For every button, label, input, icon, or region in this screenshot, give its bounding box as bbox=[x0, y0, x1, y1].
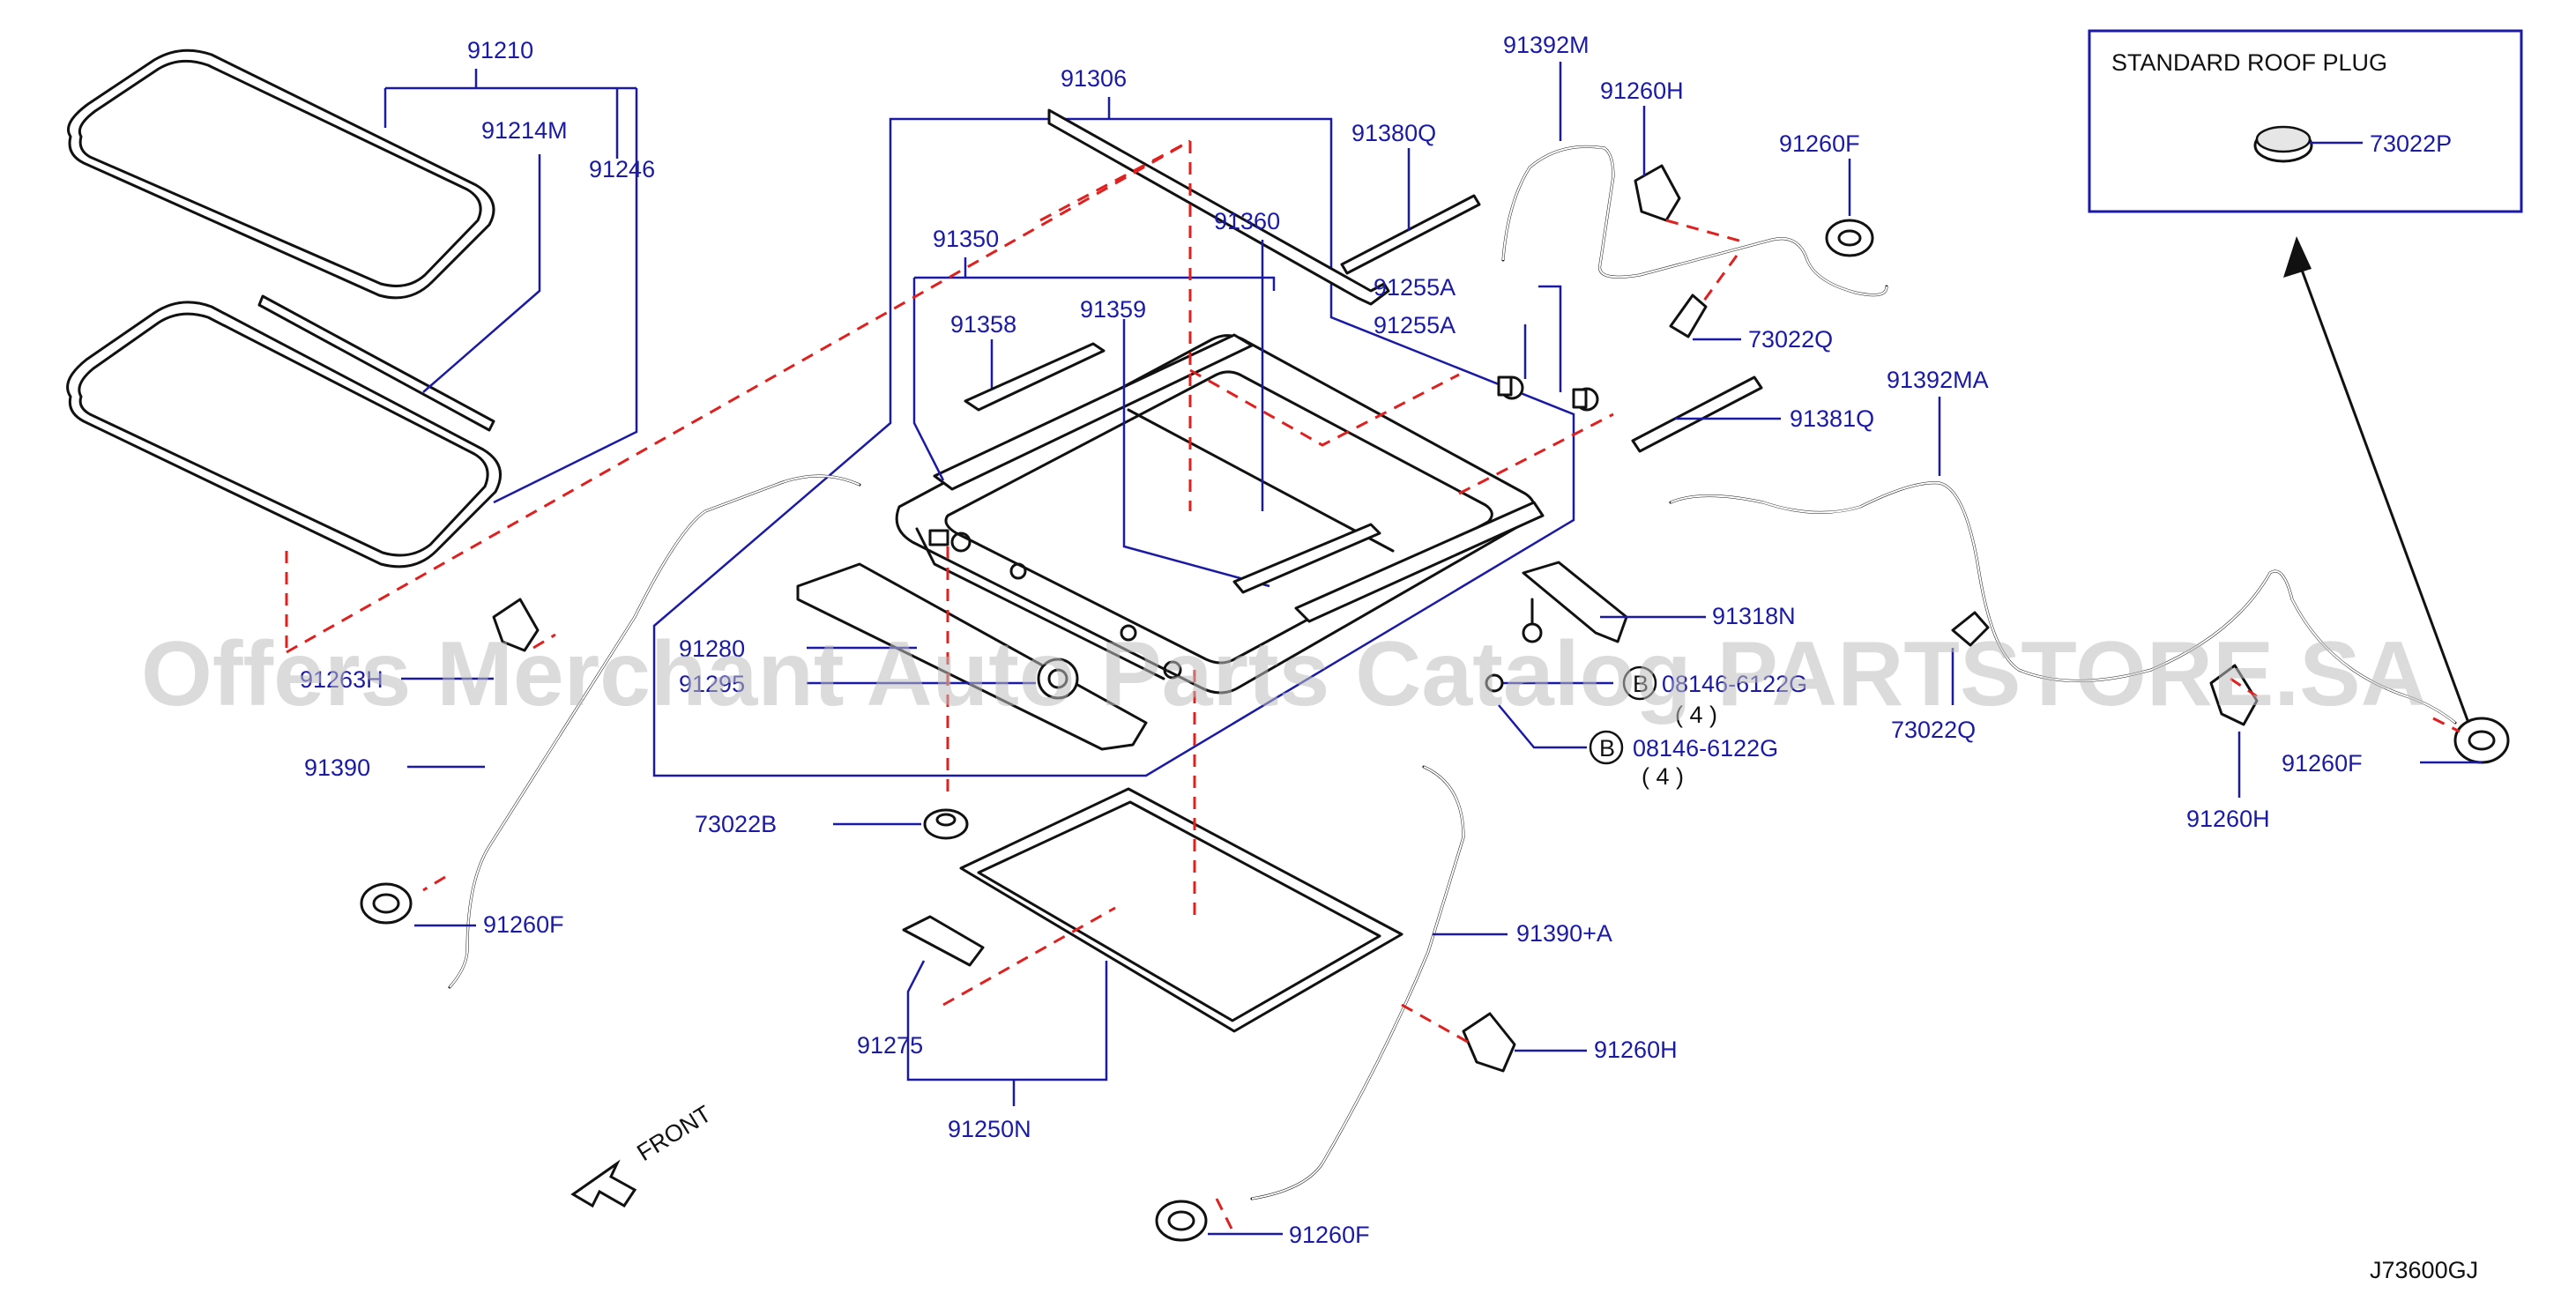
label-91359: 91359 bbox=[1080, 296, 1146, 323]
drain-hose-91392MA[interactable] bbox=[1669, 481, 2457, 725]
bolt-08146-1[interactable] bbox=[1485, 673, 1504, 693]
label-91295: 91295 bbox=[679, 671, 745, 697]
inset-part-label: 73022P bbox=[2370, 130, 2452, 157]
watermark: Offers Merchant Auto Parts Catalog PARTS… bbox=[141, 623, 2427, 725]
label-91214M: 91214M bbox=[481, 117, 568, 144]
deflector-strip-91380Q[interactable] bbox=[1340, 194, 1481, 275]
label-91380Q: 91380Q bbox=[1351, 120, 1436, 146]
label-91390: 91390 bbox=[304, 754, 370, 781]
label-91260H-top: 91260H bbox=[1600, 78, 1684, 104]
label-73022Q-right: 73022Q bbox=[1891, 717, 1976, 743]
clip-91260H-right[interactable] bbox=[2209, 664, 2259, 726]
front-label: FRONT bbox=[632, 1100, 716, 1166]
front-direction-arrow bbox=[570, 1159, 637, 1208]
label-91358: 91358 bbox=[950, 311, 1016, 338]
label-91381Q: 91381Q bbox=[1790, 405, 1874, 432]
label-08146-1: 08146-6122G bbox=[1662, 671, 1807, 697]
sunshade-91250N[interactable] bbox=[959, 787, 1403, 1033]
clip-73022Q-right[interactable] bbox=[1951, 611, 1990, 647]
label-91392MA: 91392MA bbox=[1887, 367, 1989, 393]
diagram-code: J73600GJ bbox=[2370, 1257, 2478, 1283]
alignment-guides bbox=[285, 139, 2461, 1235]
label-91306: 91306 bbox=[1061, 65, 1127, 92]
sunroof-glass-lower[interactable] bbox=[66, 301, 503, 569]
label-91255A-2: 91255A bbox=[1374, 312, 1456, 338]
roof-plug-73022P[interactable] bbox=[2253, 125, 2313, 163]
drain-hose-91390[interactable] bbox=[448, 474, 861, 989]
label-91263H: 91263H bbox=[300, 666, 383, 693]
clip-91275[interactable] bbox=[902, 915, 985, 967]
clip-91260H-bottom[interactable] bbox=[1462, 1012, 1516, 1073]
nut-73022B[interactable] bbox=[923, 808, 969, 840]
label-91350: 91350 bbox=[933, 226, 999, 252]
label-73022Q-top: 73022Q bbox=[1748, 326, 1833, 353]
label-91246: 91246 bbox=[589, 156, 655, 182]
grommet-91260F-top[interactable] bbox=[1825, 219, 1874, 257]
bolt-marker-2-letter: B bbox=[1599, 735, 1615, 762]
label-91255A-1: 91255A bbox=[1374, 274, 1456, 301]
drain-hose-91390A[interactable] bbox=[1250, 765, 1465, 1200]
clip-73022Q-top[interactable] bbox=[1669, 294, 1708, 338]
label-91318N: 91318N bbox=[1712, 603, 1796, 629]
clip-91260H-top[interactable] bbox=[1634, 164, 1681, 222]
bolt-91255A-b[interactable] bbox=[1572, 387, 1599, 412]
glass-seal-strip[interactable] bbox=[257, 294, 495, 432]
grommet-91260F-right[interactable] bbox=[2453, 717, 2510, 764]
label-91210: 91210 bbox=[467, 37, 533, 63]
arrow-to-inset bbox=[2283, 236, 2470, 724]
label-08146-1-qty: ( 4 ) bbox=[1675, 702, 1717, 728]
slide-mechanism-right[interactable] bbox=[1232, 523, 1381, 594]
bracket-91318N[interactable] bbox=[1522, 561, 1628, 643]
guide-rail-right[interactable] bbox=[1294, 501, 1545, 623]
label-73022B: 73022B bbox=[695, 811, 777, 837]
label-91392M: 91392M bbox=[1503, 32, 1590, 58]
inset-title: STANDARD ROOF PLUG bbox=[2111, 49, 2387, 76]
label-91360: 91360 bbox=[1214, 208, 1280, 234]
grommet-91260F-left[interactable] bbox=[360, 882, 413, 925]
grommet-91260F-bottom[interactable] bbox=[1155, 1200, 1208, 1242]
sunroof-glass-upper[interactable] bbox=[67, 48, 495, 300]
drain-hose-91392M[interactable] bbox=[1501, 145, 1888, 297]
inset-standard-roof-plug: STANDARD ROOF PLUG 73022P bbox=[2088, 29, 2523, 213]
bolt-marker-2 bbox=[1589, 730, 1624, 765]
label-91260F-top: 91260F bbox=[1779, 130, 1860, 157]
label-91390A: 91390+A bbox=[1516, 920, 1612, 947]
label-91260H-right: 91260H bbox=[2186, 806, 2270, 832]
front-trim-91280[interactable] bbox=[796, 562, 1148, 751]
seal-strip-91381Q[interactable] bbox=[1631, 375, 1763, 453]
clip-91263H[interactable] bbox=[492, 598, 540, 652]
bolt-marker-1-letter: B bbox=[1633, 671, 1649, 697]
label-08146-2-qty: ( 4 ) bbox=[1642, 763, 1684, 790]
label-91260H-bottom: 91260H bbox=[1594, 1037, 1678, 1063]
label-91260F-right: 91260F bbox=[2282, 750, 2363, 777]
motor-91295[interactable] bbox=[1037, 658, 1079, 700]
label-91275: 91275 bbox=[857, 1032, 923, 1059]
slide-mechanism-left[interactable] bbox=[964, 342, 1106, 412]
label-91260F-left: 91260F bbox=[483, 911, 564, 938]
bolt-center[interactable] bbox=[1522, 598, 1543, 643]
bolt-91255A-a[interactable] bbox=[1497, 375, 1524, 400]
label-08146-2: 08146-6122G bbox=[1633, 735, 1778, 762]
label-91260F-bottom: 91260F bbox=[1289, 1222, 1370, 1248]
bolt-marker-1 bbox=[1622, 665, 1657, 701]
label-91250N: 91250N bbox=[948, 1116, 1031, 1142]
guide-rail-left[interactable] bbox=[933, 108, 1390, 491]
label-91280: 91280 bbox=[679, 635, 745, 662]
